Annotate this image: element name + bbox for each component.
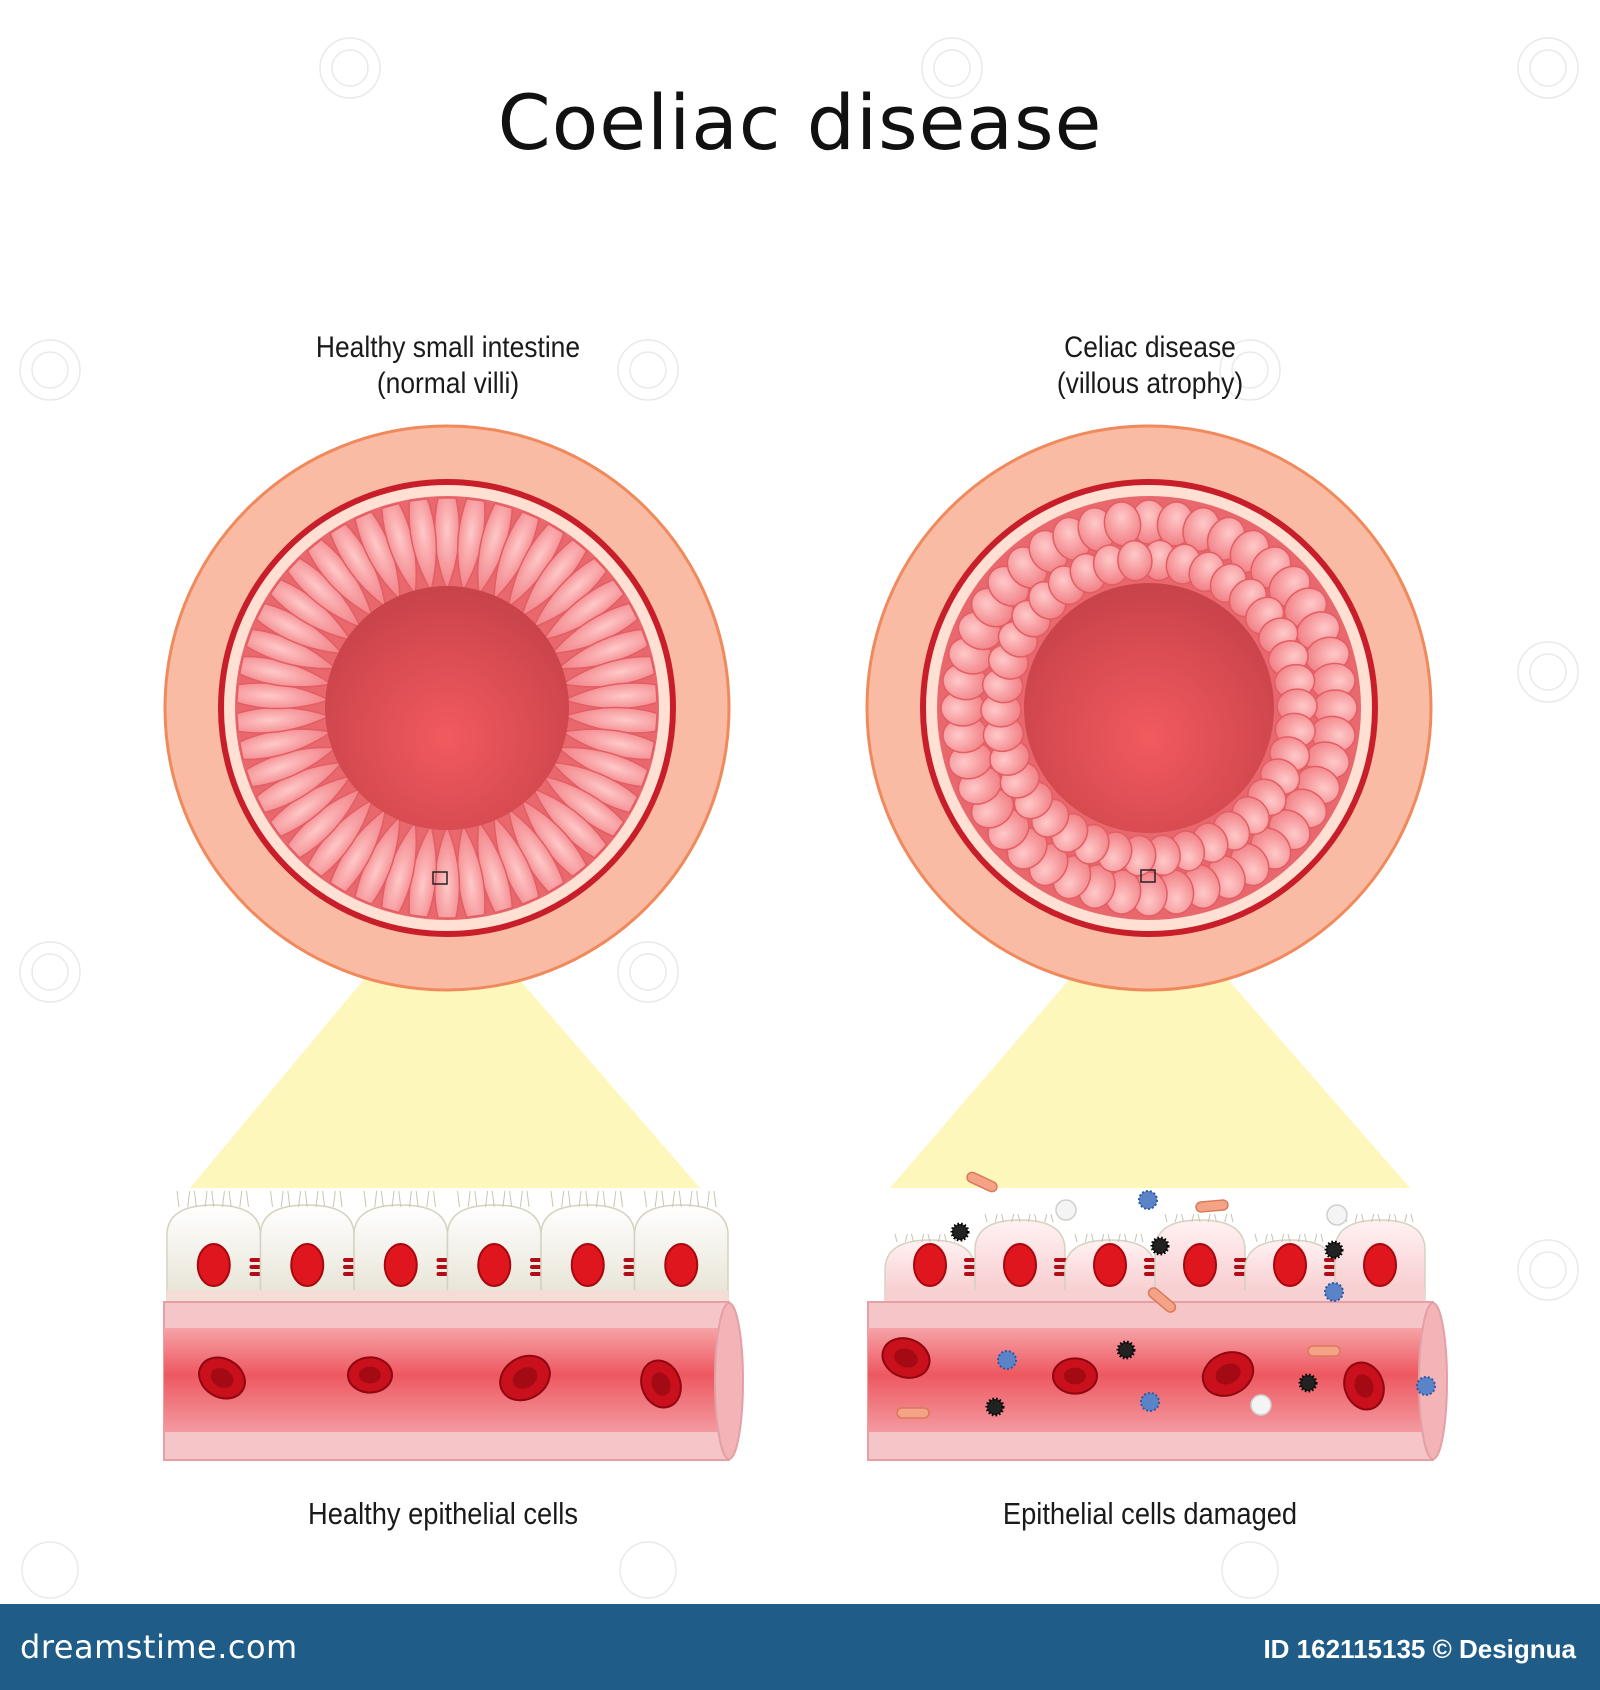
celiac-title-line1: Celiac disease: [1064, 331, 1236, 364]
white-cell: [1326, 1204, 1348, 1226]
epithelial-cell: [1334, 1213, 1426, 1301]
nucleus: [1183, 1243, 1217, 1287]
healthy-epithelium: [166, 1190, 729, 1302]
gluten-rod: [1195, 1199, 1229, 1213]
epithelial-cell: [633, 1190, 729, 1301]
nucleus: [1093, 1243, 1127, 1287]
red-blood-cell: [1052, 1357, 1098, 1395]
celiac-caption: Epithelial cells damaged: [1002, 1496, 1298, 1531]
healthy-villi: [236, 497, 658, 919]
white-cell: [1055, 1199, 1077, 1221]
nucleus: [913, 1243, 947, 1287]
celiac-panel: [865, 424, 1448, 1461]
healthy-caption: Healthy epithelial cells: [308, 1496, 578, 1531]
footer-logo[interactable]: dreamstime.com: [20, 1628, 298, 1666]
epithelial-cell: [166, 1190, 272, 1301]
nucleus: [1273, 1243, 1307, 1287]
lymphocyte: [997, 1350, 1017, 1370]
epithelial-cell: [974, 1213, 1076, 1301]
healthy-title-line1: Healthy small intestine: [315, 331, 581, 364]
nucleus: [664, 1243, 699, 1287]
celiac-intestine-cross-section: [865, 424, 1433, 992]
watermark-pattern: [19, 37, 1579, 1599]
celiac-lumen: [1024, 583, 1274, 833]
red-blood-cell: [1343, 1361, 1385, 1411]
healthy-title-line2: (normal villi): [376, 367, 520, 400]
nucleus: [1003, 1243, 1037, 1287]
epithelial-cell: [259, 1190, 365, 1301]
lymphocyte: [1324, 1282, 1344, 1302]
page-title: Coeliac disease: [497, 78, 1103, 167]
healthy-blood-vessel: [163, 1301, 744, 1461]
gluten-rod: [966, 1171, 998, 1193]
villus-stub: [1117, 539, 1153, 582]
antibody-particle: [1116, 1340, 1136, 1360]
nucleus: [383, 1243, 418, 1287]
footer-bar: dreamstime.com ID 162115135 © Designua: [0, 1604, 1600, 1690]
epithelial-cell: [1154, 1213, 1256, 1301]
basement-membrane: [167, 1290, 728, 1302]
red-blood-cell: [1201, 1351, 1255, 1397]
lymphocyte: [1416, 1376, 1436, 1396]
celiac-immune-particles: [896, 1171, 1436, 1419]
epithelial-cell: [1064, 1233, 1166, 1301]
healthy-zoom-marker: [432, 871, 448, 885]
healthy-panel-title: Healthy small intestine (normal villi): [219, 330, 677, 402]
healthy-lumen: [325, 586, 569, 830]
red-blood-cell: [198, 1356, 246, 1400]
antibody-particle: [985, 1397, 1005, 1417]
lymphocyte: [1140, 1392, 1160, 1412]
footer-image-id: ID 162115135 © Designua: [1263, 1634, 1576, 1664]
gluten-rod: [1147, 1287, 1177, 1313]
red-blood-cell: [499, 1354, 551, 1402]
antibody-particle: [1150, 1236, 1170, 1256]
nucleus: [196, 1243, 231, 1287]
celiac-red-blood-cells: [881, 1337, 1385, 1411]
celiac-title-line2: (villous atrophy): [1056, 367, 1244, 400]
celiac-blood-vessel: [867, 1301, 1448, 1461]
red-blood-cell: [881, 1337, 931, 1379]
healthy-intestine-cross-section: [163, 424, 731, 992]
red-blood-cell: [347, 1356, 393, 1394]
antibody-particle: [950, 1222, 970, 1242]
epithelial-cell: [1244, 1233, 1346, 1301]
antibody-particle: [1298, 1373, 1318, 1393]
nucleus: [477, 1243, 512, 1287]
nucleus: [290, 1243, 325, 1287]
gluten-rod: [1307, 1345, 1341, 1357]
healthy-panel: [163, 424, 744, 1461]
gluten-rod: [896, 1407, 930, 1419]
celiac-villi: [940, 499, 1358, 917]
nucleus: [570, 1243, 605, 1287]
epithelial-cell: [446, 1190, 552, 1301]
red-blood-cell: [640, 1359, 682, 1409]
white-cell: [1250, 1394, 1272, 1416]
epithelial-cell: [353, 1190, 459, 1301]
celiac-panel-title: Celiac disease (villous atrophy): [921, 330, 1379, 402]
healthy-red-blood-cells: [198, 1354, 682, 1409]
nucleus: [1363, 1243, 1397, 1287]
epithelial-cell: [884, 1233, 986, 1301]
celiac-zoom-marker: [1140, 869, 1156, 883]
lymphocyte: [1138, 1190, 1158, 1210]
celiac-zoom-cone: [890, 888, 1410, 1188]
epithelial-cell: [540, 1190, 646, 1301]
antibody-particle: [1324, 1240, 1344, 1260]
healthy-zoom-cone: [190, 888, 700, 1188]
